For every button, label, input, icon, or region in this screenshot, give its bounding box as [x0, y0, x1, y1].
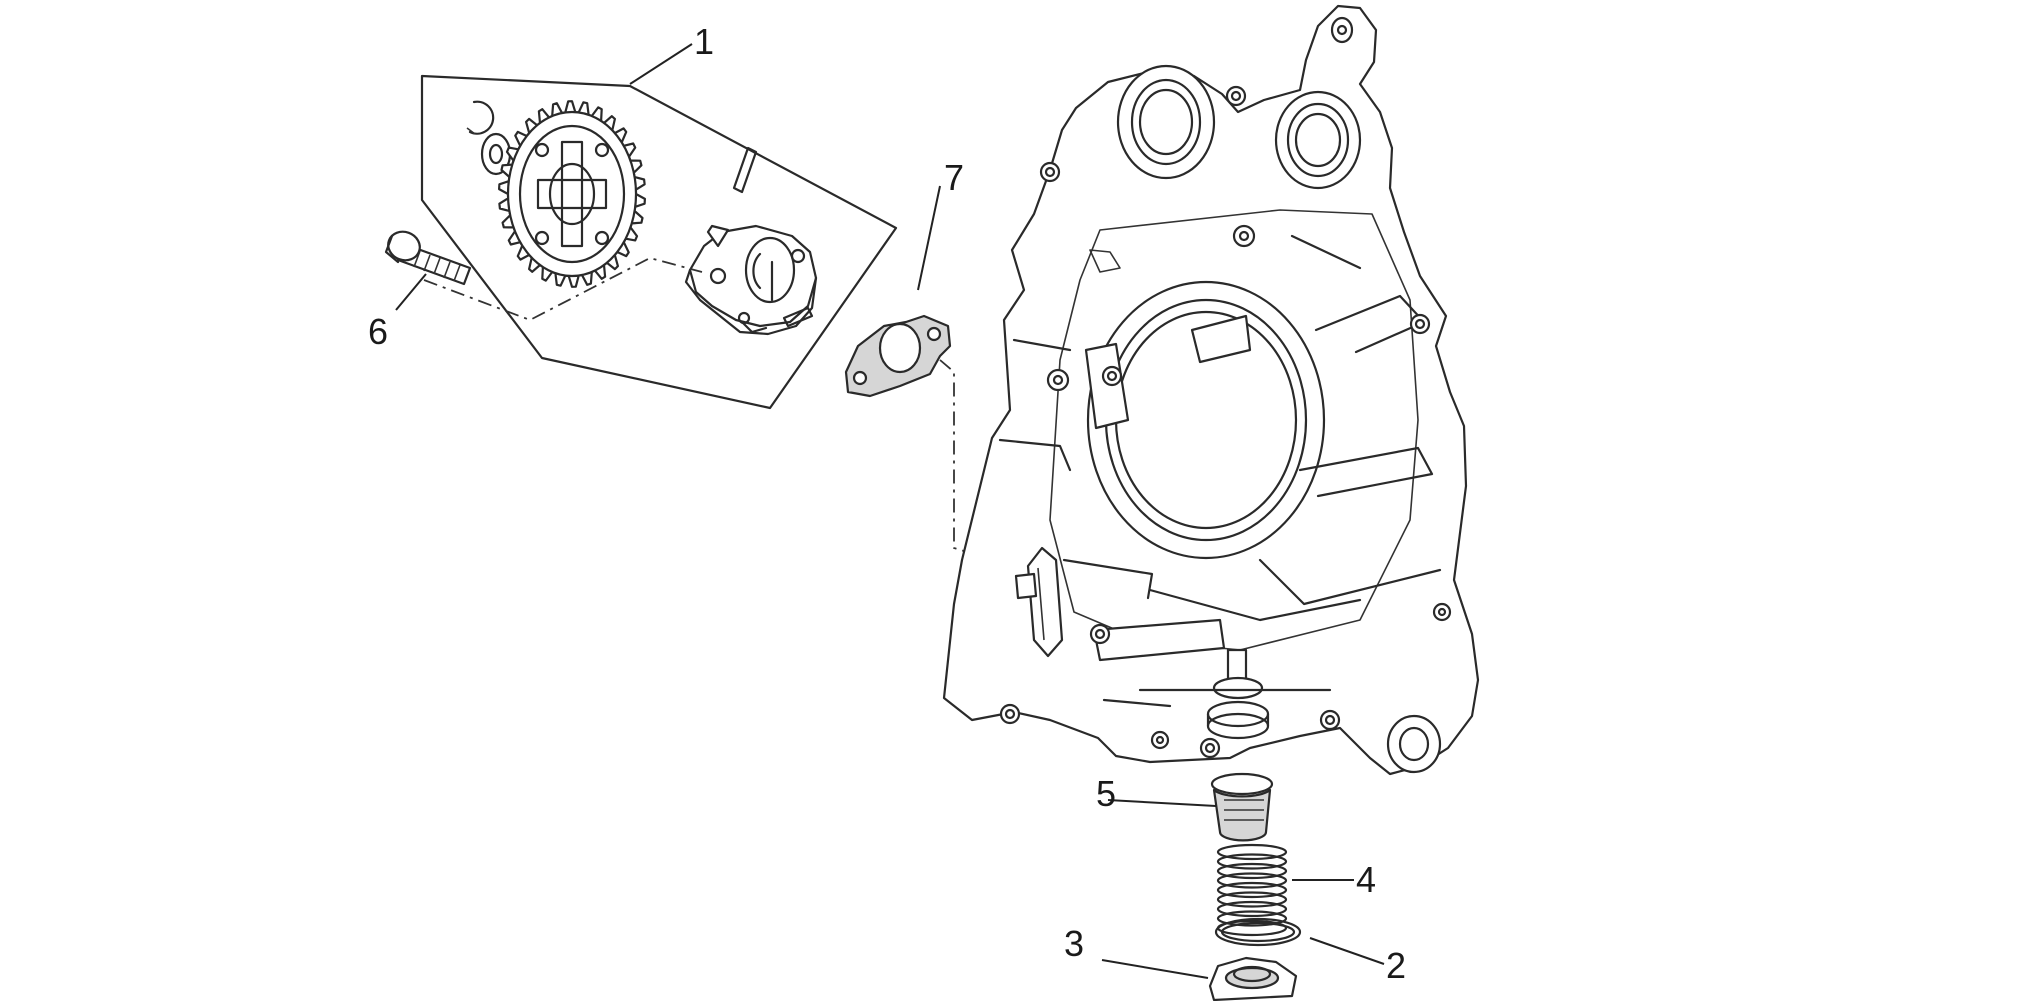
callout-1: 1 [694, 21, 714, 62]
drain-plug [1208, 956, 1298, 1001]
leader-lines [395, 43, 1385, 979]
circlip [468, 100, 495, 135]
callout-6: 6 [368, 311, 388, 352]
small-pin [782, 306, 814, 328]
oil-strainer [1210, 772, 1274, 842]
o-ring [1214, 917, 1302, 947]
oil-pump-gasket [844, 314, 952, 398]
callout-3: 3 [1064, 923, 1084, 964]
callout-5: 5 [1096, 773, 1116, 814]
oil-pump-sprocket [498, 100, 646, 288]
crankcase-half [942, 4, 1480, 776]
callout-4: 4 [1356, 859, 1376, 900]
callout-2: 2 [1386, 945, 1406, 986]
dowel-pin [732, 146, 758, 194]
screw [384, 230, 472, 286]
callout-7: 7 [944, 157, 964, 198]
oil-pump-body [684, 224, 818, 336]
spring [1216, 843, 1288, 937]
oil-pump-assembly-panel [420, 74, 898, 410]
callouts: 1 2 3 4 5 6 7 [368, 21, 1406, 986]
